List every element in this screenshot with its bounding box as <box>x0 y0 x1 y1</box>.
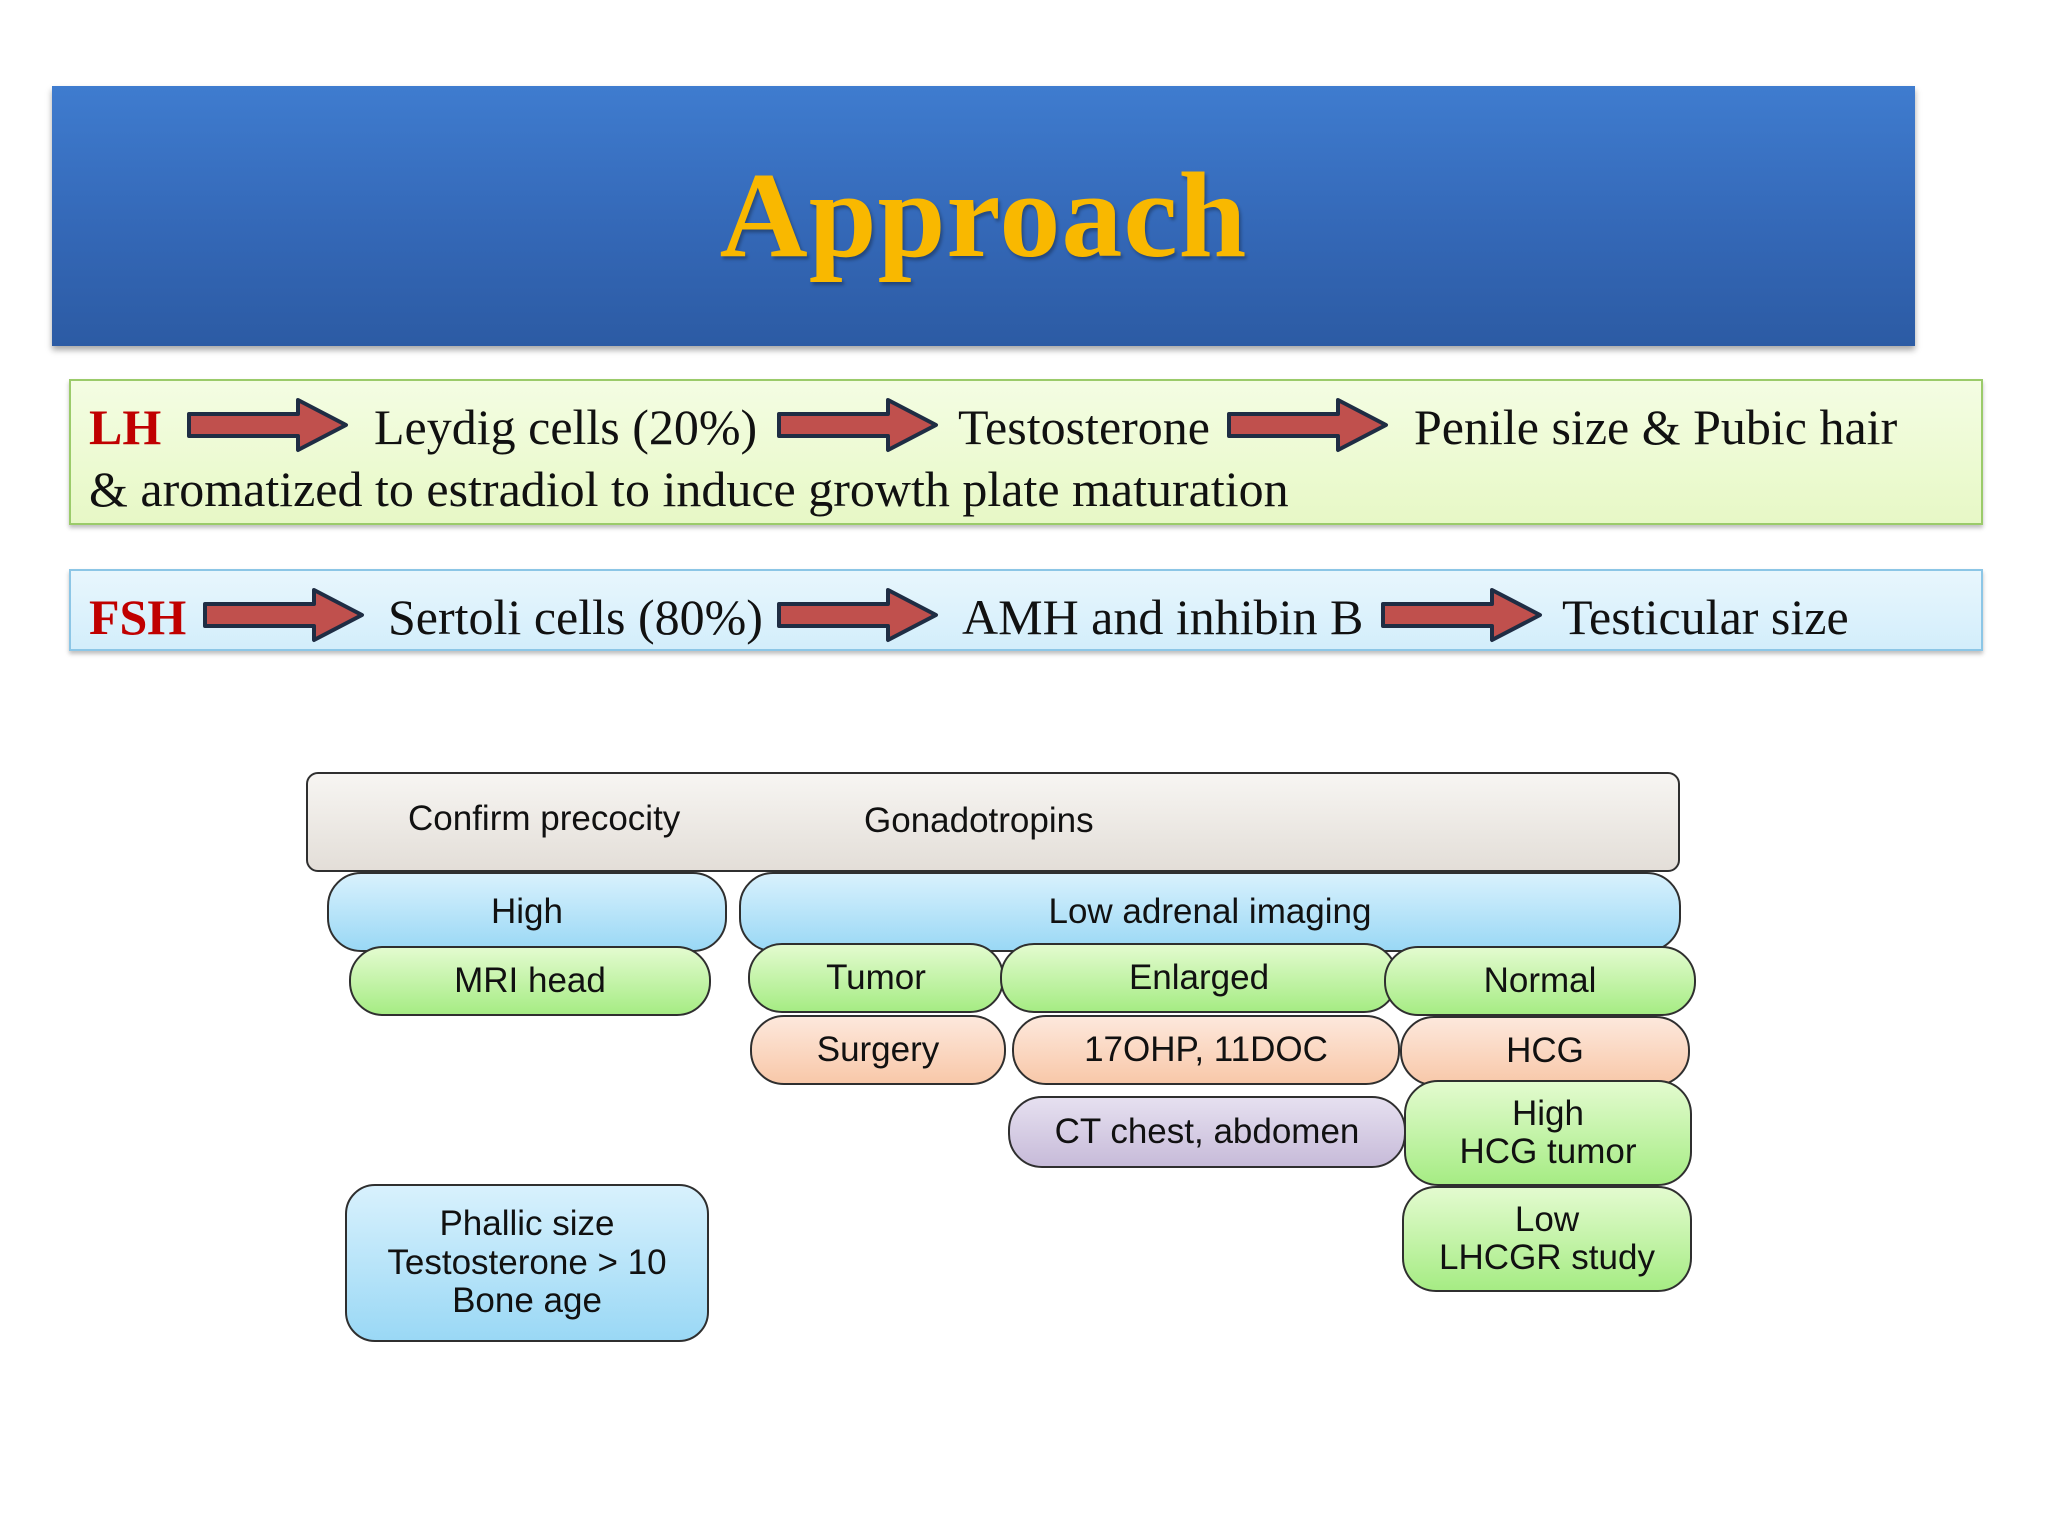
enlarged-node: Enlarged <box>1000 943 1398 1013</box>
hcg-high-line1: High <box>1512 1093 1584 1133</box>
ct-node: CT chest, abdomen <box>1008 1096 1406 1168</box>
ohp-node: 17OHP, 11DOC <box>1012 1015 1400 1085</box>
fsh-flow-box <box>69 569 1983 651</box>
fsh-step-testicular: Testicular size <box>1562 589 1849 645</box>
fsh-arrow-3 <box>1381 588 1542 642</box>
fsh-arrow-2 <box>777 588 938 642</box>
fsh-arrow-1 <box>203 588 364 642</box>
surgery-label: Surgery <box>816 1029 940 1069</box>
enlarged-label: Enlarged <box>1128 957 1270 997</box>
hcg-label: HCG <box>1506 1030 1584 1070</box>
tumor-label: Tumor <box>826 957 926 997</box>
gonadotropins-label: Gonadotropins <box>864 801 1094 840</box>
normal-node: Normal <box>1384 946 1696 1016</box>
hcg-low-line1: Low <box>1514 1199 1580 1239</box>
lh-arrow-3 <box>1227 398 1388 452</box>
lh-flow-box <box>69 379 1983 525</box>
ohp-label: 17OHP, 11DOC <box>1084 1029 1328 1069</box>
phallic-line1: Phallic size <box>439 1204 615 1244</box>
fsh-step-sertoli: Sertoli cells (80%) <box>388 589 763 645</box>
hcg-low-line2: LHCGR study <box>1439 1238 1655 1277</box>
phallic-line3: Bone age <box>452 1281 602 1321</box>
lh-step-testosterone: Testosterone <box>958 399 1210 455</box>
mri-head-node: MRI head <box>349 946 711 1016</box>
confirm-precocity-label: Confirm precocity <box>408 799 681 838</box>
lh-line-2: & aromatized to estradiol to induce grow… <box>89 461 1289 517</box>
lh-step-leydig: Leydig cells (20%) <box>374 399 758 455</box>
fsh-step-amh: AMH and inhibin B <box>962 589 1364 645</box>
fsh-label: FSH <box>89 589 187 645</box>
ct-label: CT chest, abdomen <box>1054 1111 1360 1151</box>
slide-title: Approach <box>719 148 1248 283</box>
lh-arrow-1 <box>187 398 348 452</box>
hcg-high-node: High HCG tumor <box>1404 1080 1692 1186</box>
surgery-node: Surgery <box>750 1015 1006 1085</box>
diagram-header-node: Confirm precocity Gonadotropins <box>306 772 1680 872</box>
mri-head-label: MRI head <box>454 960 606 1000</box>
title-banner: Approach <box>52 86 1915 346</box>
hcg-low-node: Low LHCGR study <box>1402 1186 1692 1292</box>
hcg-high-line2: HCG tumor <box>1459 1132 1637 1171</box>
low-adrenal-label: Low adrenal imaging <box>1048 891 1372 931</box>
low-adrenal-node: Low adrenal imaging <box>739 872 1681 952</box>
phallic-line2: Testosterone > 10 <box>387 1242 667 1282</box>
lh-label: LH <box>89 399 162 455</box>
normal-label: Normal <box>1483 960 1597 1000</box>
high-label: High <box>491 891 563 931</box>
phallic-node: Phallic size Testosterone > 10 Bone age <box>345 1184 709 1342</box>
lh-step-penile: Penile size & Pubic hair <box>1414 399 1898 455</box>
tumor-node: Tumor <box>748 943 1004 1013</box>
lh-arrow-2 <box>777 398 938 452</box>
high-node: High <box>327 872 727 952</box>
hcg-node: HCG <box>1400 1016 1690 1086</box>
